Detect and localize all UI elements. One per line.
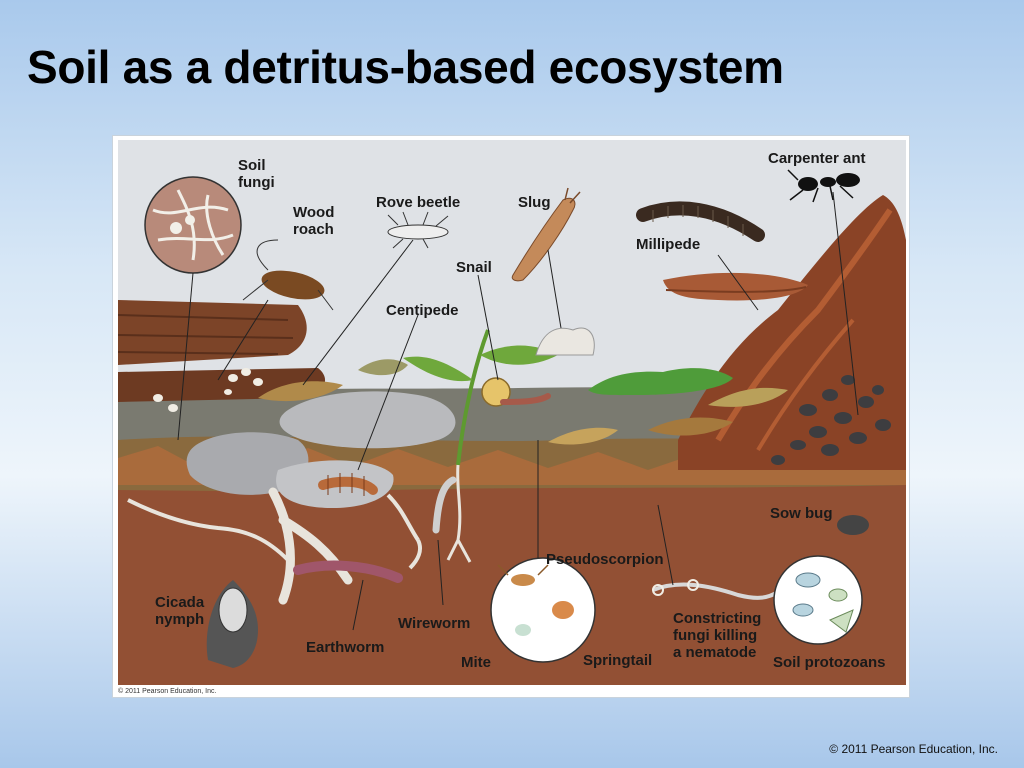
- snail: [481, 377, 551, 407]
- soil-fungi-inset: [144, 176, 242, 274]
- label-wood-roach-line1: Wood: [293, 204, 334, 221]
- label-wireworm: Wireworm: [398, 615, 470, 632]
- label-rove-beetle: Rove beetle: [376, 194, 460, 211]
- slug: [511, 187, 581, 282]
- label-soil-fungi-line2: fungi: [238, 174, 275, 191]
- label-pseudoscorpion: Pseudoscorpion: [546, 551, 664, 568]
- label-sow-bug: Sow bug: [770, 505, 833, 522]
- label-constricting-fungi-line2: fungi killing: [673, 627, 757, 644]
- wireworm: [432, 476, 457, 534]
- carpenter-ant: [787, 169, 860, 203]
- label-soil-fungi-line1: Soil: [238, 157, 266, 174]
- moss: [588, 368, 733, 396]
- plant-root: [268, 487, 353, 605]
- fallen-log: [118, 300, 307, 365]
- label-springtail: Springtail: [583, 652, 652, 669]
- label-constricting-fungi-line3: a nematode: [673, 644, 756, 661]
- microarthropod-inset: [490, 557, 596, 663]
- label-cicada-nymph-line1: Cicada: [155, 594, 205, 611]
- label-wood-roach-line2: roach: [293, 221, 334, 238]
- centipede: [318, 473, 378, 496]
- label-millipede: Millipede: [636, 236, 700, 253]
- label-centipede: Centipede: [386, 302, 459, 319]
- soil-protozoans-inset: [773, 555, 863, 645]
- shelf-fungus: [663, 272, 808, 301]
- cicada-nymph: [206, 580, 258, 668]
- earthworm: [293, 560, 403, 583]
- rove-beetle: [387, 211, 449, 249]
- label-snail: Snail: [456, 259, 492, 276]
- soil-ecosystem-figure: Soil fungi Wood roach Rove beetle Slug S…: [112, 135, 910, 698]
- rock: [279, 391, 456, 449]
- slide-title: Soil as a detritus-based ecosystem: [27, 41, 784, 93]
- wood-roach: [242, 239, 334, 311]
- seedling: [456, 329, 490, 466]
- figure-credit: © 2011 Pearson Education, Inc.: [118, 688, 217, 695]
- label-cicada-nymph-line2: nymph: [155, 611, 204, 628]
- slide-copyright: © 2011 Pearson Education, Inc.: [829, 742, 998, 756]
- label-constricting-fungi-line1: Constricting: [673, 610, 761, 627]
- label-carpenter-ant: Carpenter ant: [768, 150, 866, 167]
- label-earthworm: Earthworm: [306, 639, 384, 656]
- ant-galleries: [771, 375, 891, 465]
- label-mite: Mite: [461, 654, 491, 671]
- nematode-with-fungi: [652, 579, 780, 600]
- sow-bug: [837, 515, 869, 535]
- fallen-leaves: [258, 359, 788, 445]
- mushrooms: [153, 368, 263, 412]
- soil-scene: Soil fungi Wood roach Rove beetle Slug S…: [118, 140, 906, 685]
- label-soil-protozoans: Soil protozoans: [773, 654, 886, 671]
- millipede: [636, 201, 765, 242]
- label-slug: Slug: [518, 194, 551, 211]
